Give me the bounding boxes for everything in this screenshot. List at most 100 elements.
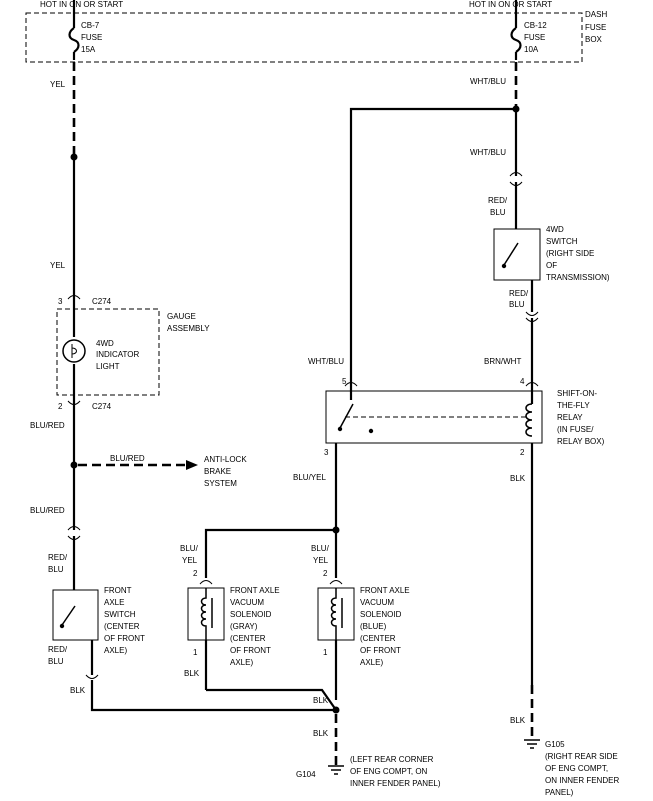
- fuse-left-line-2: FUSE: [81, 33, 102, 42]
- sol-gray-line-5: (CENTER: [230, 634, 266, 643]
- sol-gray-line-1: FRONT AXLE: [230, 586, 280, 595]
- blk-label-3: BLK: [313, 696, 329, 705]
- blk-label-2: BLK: [184, 669, 200, 678]
- sol-blue-line-6: OF FRONT: [360, 646, 401, 655]
- switch-4wd-line-2: SWITCH: [546, 237, 578, 246]
- g105-desc-1: (RIGHT REAR SIDE: [545, 752, 618, 761]
- relay-coil-icon: [525, 403, 533, 437]
- pin-3-gauge: 3: [58, 297, 63, 306]
- switch-4wd-pivot-dot: [501, 263, 507, 269]
- blu-yel-1b: YEL: [182, 556, 198, 565]
- sol-blue-line-2: VACUUM: [360, 598, 394, 607]
- axle-switch-ground-wire: [90, 680, 336, 712]
- g104-desc-2: OF ENG COMPT, ON: [350, 767, 428, 776]
- g105-label: G105: [545, 740, 565, 749]
- red-blu-4b: BLU: [48, 657, 64, 666]
- relay-line-2: THE-FLY: [557, 401, 590, 410]
- abs-line-2: BRAKE: [204, 467, 231, 476]
- sol-blue-coil-icon: [330, 588, 337, 640]
- fuse-left-line-3: 15A: [81, 45, 96, 54]
- fuse-right-line-3: 10A: [524, 45, 539, 54]
- g104-label: G104: [296, 770, 316, 779]
- blu-red-label-1: BLU/RED: [30, 421, 65, 430]
- fuse-left-line-1: CB-7: [81, 21, 100, 30]
- sol-blue-line-5: (CENTER: [360, 634, 396, 643]
- blu-yel-gray-branch-wire: [204, 528, 336, 578]
- wht-blu-label-2: WHT/BLU: [470, 148, 506, 157]
- left-fuse-icon: [68, 27, 80, 53]
- blu-red-label-3: BLU/RED: [30, 506, 65, 515]
- red-blu-1b: BLU: [490, 208, 506, 217]
- relay-contact-icon: [339, 403, 354, 429]
- abs-arrow-icon: [186, 460, 198, 470]
- blu-yel-2a: BLU/: [311, 544, 330, 553]
- sol-blue-line-4: (BLUE): [360, 622, 387, 631]
- relay-line-5: RELAY BOX): [557, 437, 605, 446]
- abs-line-3: SYSTEM: [204, 479, 237, 488]
- left-hot-label: HOT IN ON OR START: [40, 0, 123, 9]
- ground-splice-dot: [332, 706, 340, 714]
- pin-3-relay: 3: [324, 448, 329, 457]
- sol-blue-line-1: FRONT AXLE: [360, 586, 410, 595]
- yel-label-1: YEL: [50, 80, 66, 89]
- red-blu-2b: BLU: [509, 300, 525, 309]
- switch-4wd-box: [493, 228, 541, 281]
- axle-switch-line-3: SWITCH: [104, 610, 136, 619]
- axle-switch-pivot-dot: [59, 623, 65, 629]
- c274-top-connector-icon: [67, 295, 81, 300]
- axle-switch-contact-icon: [61, 605, 76, 626]
- blu-yel-main-label: BLU/YEL: [293, 473, 326, 482]
- fuse-box-label-1: DASH: [585, 10, 607, 19]
- sol-gray-line-4: (GRAY): [230, 622, 258, 631]
- g105-desc-4: PANEL): [545, 788, 574, 797]
- wht-blu-branch-wire: [349, 107, 516, 380]
- relay-pin-4-connector-icon: [525, 382, 539, 387]
- g105-desc-2: OF ENG COMPT,: [545, 764, 608, 773]
- axle-switch-box: [52, 589, 99, 641]
- switch-4wd-line-5: TRANSMISSION): [546, 273, 610, 282]
- sol-gray-line-2: VACUUM: [230, 598, 264, 607]
- fuse-right-line-1: CB-12: [524, 21, 547, 30]
- relay-box: [325, 390, 543, 444]
- axle-switch-line-4: (CENTER: [104, 622, 140, 631]
- fuse-box-label-3: BOX: [585, 35, 603, 44]
- c274-top: C274: [92, 297, 112, 306]
- relay-center-dot: [368, 428, 374, 434]
- sol-gray-coil-icon: [200, 588, 207, 640]
- blk-label-6: BLK: [510, 716, 526, 725]
- right-hot-label: HOT IN ON OR START: [469, 0, 552, 9]
- switch-4wd-contact-icon: [503, 242, 519, 266]
- pin-2-relay: 2: [520, 448, 525, 457]
- red-blu-1a: RED/: [488, 196, 508, 205]
- dash-fuse-box: [25, 12, 583, 63]
- indicator-line-3: LIGHT: [96, 362, 120, 371]
- relay-line-4: (IN FUSE/: [557, 425, 594, 434]
- blk-label-1: BLK: [70, 686, 86, 695]
- g104-desc-3: INNER FENDER PANEL): [350, 779, 441, 788]
- axle-switch-line-6: AXLE): [104, 646, 127, 655]
- red-blu-3a: RED/: [48, 553, 68, 562]
- g105-desc-3: ON INNER FENDER: [545, 776, 619, 785]
- wht-blu-label-3: WHT/BLU: [308, 357, 344, 366]
- yel-label-2: YEL: [50, 261, 66, 270]
- red-blu-4a: RED/: [48, 645, 68, 654]
- blk-label-5: BLK: [510, 474, 526, 483]
- gauge-assembly-box: [56, 308, 160, 396]
- brn-wht-label: BRN/WHT: [484, 357, 521, 366]
- gauge-line-1: GAUGE: [167, 312, 196, 321]
- axle-switch-line-5: OF FRONT: [104, 634, 145, 643]
- axle-switch-line-2: AXLE: [104, 598, 124, 607]
- pin-4-relay: 4: [520, 377, 525, 386]
- pin-5-relay: 5: [342, 377, 347, 386]
- indicator-line-2: INDICATOR: [96, 350, 139, 359]
- sol-blue-line-7: AXLE): [360, 658, 383, 667]
- fuse-box-label-2: FUSE: [585, 23, 606, 32]
- sol-gray-line-3: SOLENOID: [230, 610, 272, 619]
- pin-2-gauge: 2: [58, 402, 63, 411]
- relay-line-1: SHIFT-ON-: [557, 389, 597, 398]
- blu-yel-1a: BLU/: [180, 544, 199, 553]
- sol-gray-line-6: OF FRONT: [230, 646, 271, 655]
- fuse-right-line-2: FUSE: [524, 33, 545, 42]
- pin-2-sol-gray: 2: [193, 569, 198, 578]
